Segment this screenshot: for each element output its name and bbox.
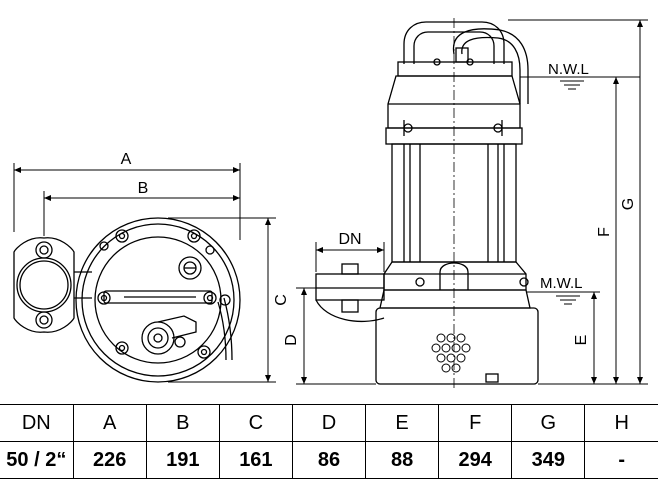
- label-a: A: [121, 151, 132, 168]
- header-g: G: [511, 404, 586, 442]
- label-nwl: N.W.L: [548, 61, 589, 78]
- label-c: C: [273, 294, 290, 306]
- header-d: D: [291, 404, 367, 442]
- value-h: -: [584, 441, 658, 479]
- label-f: F: [596, 227, 613, 237]
- top-view-dimension-lines: [13, 163, 276, 383]
- value-g: 349: [511, 441, 586, 479]
- spec-table-value-row: 50 / 2“ 226 191 161 86 88 294 349 -: [0, 441, 658, 479]
- header-a: A: [72, 404, 147, 442]
- spec-table: DN A B C D E F G H 50 / 2“ 226 191 161 8…: [0, 404, 658, 479]
- label-dn: DN: [338, 231, 361, 248]
- header-f: F: [438, 404, 513, 442]
- label-mwl: M.W.L: [540, 275, 583, 292]
- side-view: [315, 18, 539, 390]
- label-e: E: [573, 335, 590, 346]
- value-b: 191: [145, 441, 220, 479]
- value-d: 86: [291, 441, 367, 479]
- value-f: 294: [438, 441, 513, 479]
- label-d: D: [283, 334, 300, 346]
- value-a: 226: [72, 441, 147, 479]
- header-h: H: [584, 404, 658, 442]
- header-dn: DN: [0, 404, 74, 442]
- value-dn: 50 / 2“: [0, 441, 74, 479]
- side-view-dimension-lines: [296, 19, 648, 385]
- header-c: C: [218, 404, 293, 442]
- value-c: 161: [218, 441, 293, 479]
- header-b: B: [145, 404, 220, 442]
- value-e: 88: [365, 441, 440, 479]
- label-g: G: [620, 198, 637, 210]
- pump-dimension-drawing: A B C: [13, 18, 648, 390]
- spec-table-header-row: DN A B C D E F G H: [0, 404, 658, 442]
- top-view: [13, 217, 241, 383]
- header-e: E: [365, 404, 440, 442]
- label-b: B: [138, 180, 149, 197]
